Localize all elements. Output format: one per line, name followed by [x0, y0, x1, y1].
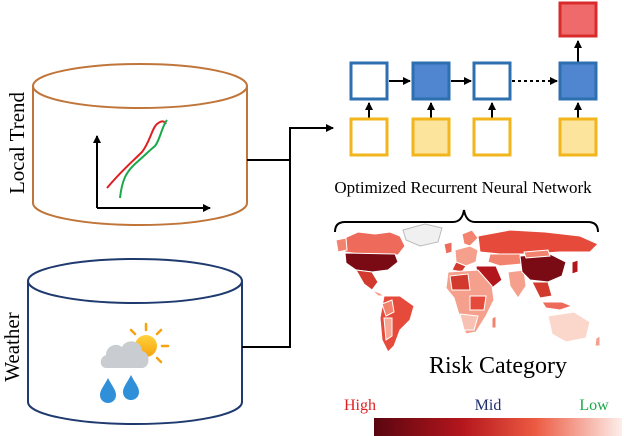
hidden-node-1 — [349, 61, 389, 101]
rnn-diagram — [349, 1, 598, 157]
input-node-1 — [349, 117, 389, 157]
weather-database — [27, 258, 243, 425]
local-trend-database — [32, 63, 248, 226]
input-node-3 — [472, 117, 512, 157]
legend-mid: Mid — [475, 397, 502, 414]
risk-gradient-bar — [374, 418, 622, 436]
world-map-icon — [335, 223, 601, 353]
hidden-node-2 — [411, 61, 451, 101]
hidden-node-3 — [472, 61, 512, 101]
rnn-label: Optimized Recurrent Neural Network — [334, 178, 592, 197]
hidden-node-4 — [558, 61, 598, 101]
output-node — [558, 1, 598, 38]
trend-green-curve — [119, 119, 168, 199]
legend-low: Low — [579, 397, 609, 414]
input-node-2 — [411, 117, 451, 157]
trend-chart-icon — [93, 119, 211, 212]
weather-label: Weather — [0, 312, 24, 381]
brace — [334, 209, 599, 233]
connector-lines — [242, 124, 334, 348]
risk-category-label: Risk Category — [429, 353, 567, 379]
trend-red-curve — [106, 120, 167, 189]
raindrop-icon — [100, 375, 139, 403]
local-trend-label: Local Trend — [5, 91, 29, 194]
cloud-sun-icon — [100, 322, 170, 368]
input-node-4 — [558, 117, 598, 157]
legend-high: High — [344, 397, 376, 414]
